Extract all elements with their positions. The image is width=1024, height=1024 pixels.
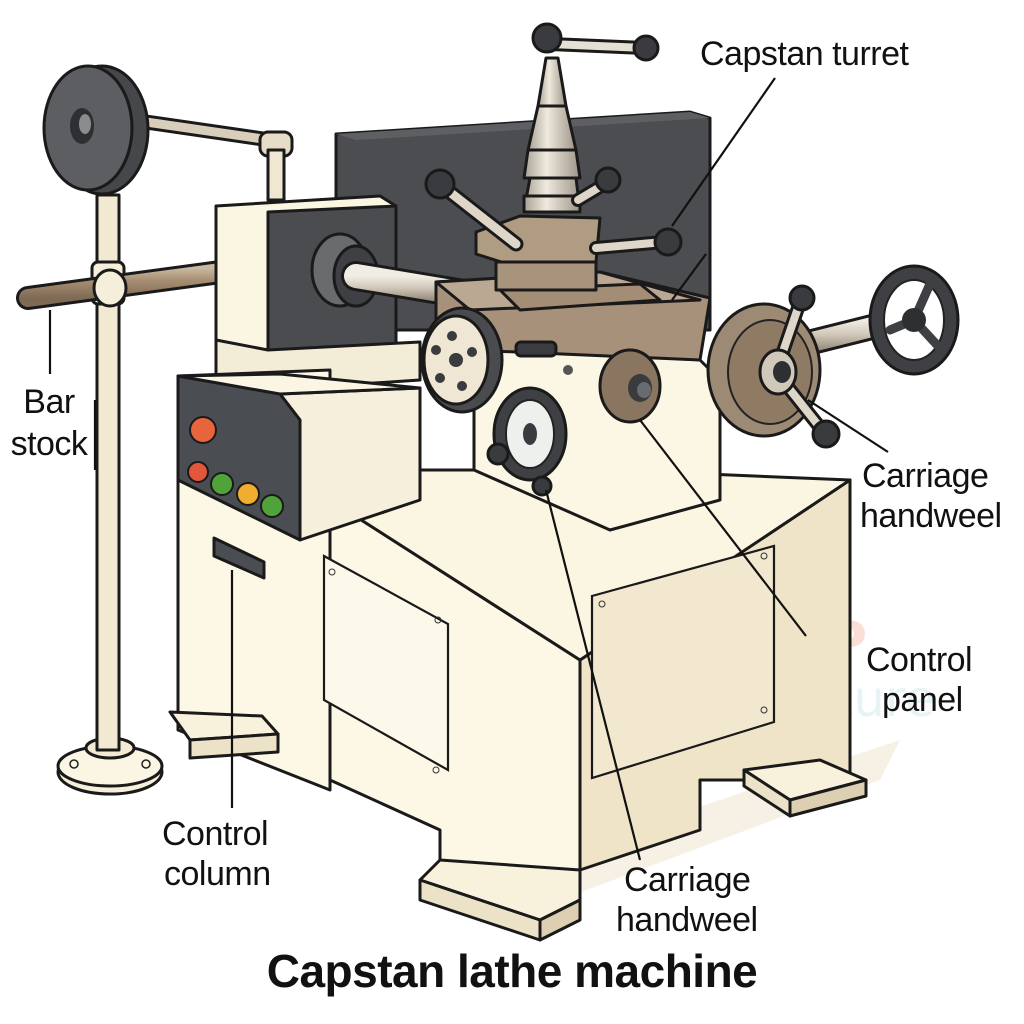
leader-carriage-handwheel-bottom (544, 489, 642, 861)
bar-stock-stand (42, 64, 294, 796)
control-buttons (187, 416, 284, 518)
leader-capstan-turret (671, 77, 776, 227)
label-bar-stock-line1: Bar (23, 383, 75, 421)
label-carriage-handwheel-right-line2: handweel (860, 497, 1002, 535)
leader-carriage-handwheel-right (807, 399, 889, 453)
control-column-slot (212, 536, 266, 580)
label-control-column-line1: Control (162, 815, 269, 853)
label-control-column-line2: column (164, 855, 271, 893)
diagram-title: Capstan lathe machine (266, 945, 758, 997)
machine-body (168, 338, 868, 942)
label-capstan-turret: Capstan turret (700, 35, 909, 73)
cross-slide-knob (598, 348, 662, 424)
label-control-panel-line1: Control (866, 641, 973, 679)
label-bar-stock-line2: stock (10, 425, 88, 463)
leader-lines (48, 77, 889, 861)
label-carriage-handwheel-bottom-line2: handweel (616, 901, 758, 939)
capstan-turret (424, 22, 683, 292)
control-button-run (260, 494, 284, 518)
leader-control-panel (639, 419, 807, 637)
control-button-jog (236, 482, 260, 506)
carriage-handwheel-left (420, 306, 504, 414)
label-carriage-handwheel-right-line1: Carriage (862, 457, 989, 495)
carriage-handwheel-right (706, 264, 960, 449)
apron-handwheel (486, 386, 568, 497)
label-control-panel-line2: panel (882, 681, 963, 719)
leader-capstan-turret-base (671, 253, 707, 301)
control-button-start (210, 472, 234, 496)
control-button-emergency-stop (189, 416, 217, 444)
label-carriage-handwheel-bottom-line1: Carriage (624, 861, 751, 899)
control-button-stop (187, 461, 209, 483)
